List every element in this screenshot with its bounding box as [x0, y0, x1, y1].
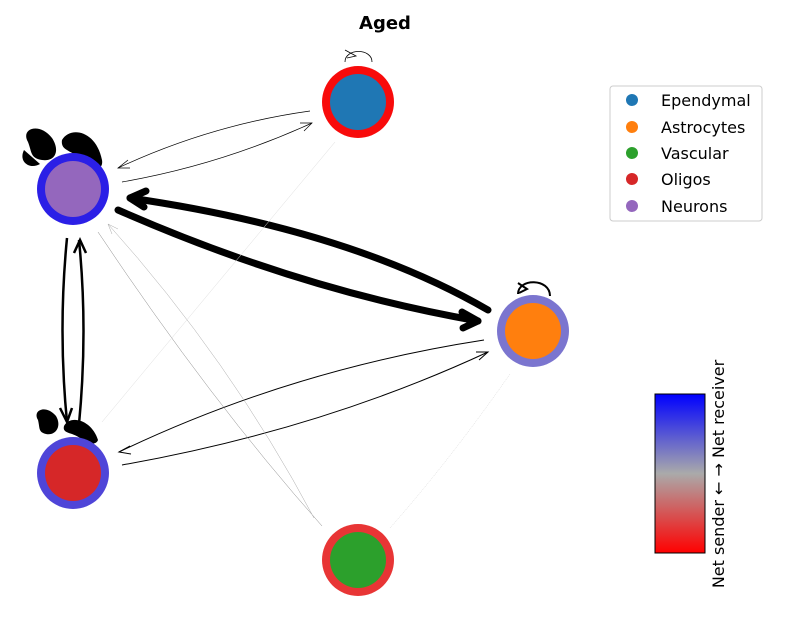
edge-oligos-neurons-arrowhead [72, 237, 88, 254]
edges [58, 49, 551, 529]
edge-vascular-astrocytes [389, 373, 511, 529]
edge-astrocytes-neurons [126, 194, 492, 314]
legend-marker [626, 200, 638, 212]
self-loop-astrocytes-arrowhead [517, 282, 529, 294]
edge-astrocytes-neurons-arrowhead [126, 187, 150, 211]
edge-ependymal-neurons-arrowhead [117, 159, 130, 169]
legend-marker [626, 173, 638, 185]
legend-label: Vascular [661, 144, 729, 163]
self-loop-oligos [36, 409, 98, 444]
colorbar: Net sender ← → Net receiver [654, 359, 728, 588]
edge-neurons-ependymal [121, 122, 313, 183]
edge-oligos-astrocytes-arrowhead [476, 351, 490, 361]
legend: Ependymal Astrocytes Vascular Oligos Neu… [609, 85, 763, 222]
edge-neurons-astrocytes [114, 206, 482, 325]
legend-marker [626, 121, 638, 133]
node-astrocytes-core [505, 303, 561, 359]
node-astrocytes [497, 295, 569, 367]
legend-item-vascular: Vascular [626, 144, 729, 163]
legend-item-astrocytes: Astrocytes [626, 118, 745, 137]
legend-label: Ependymal [661, 91, 751, 110]
edge-oligos-ependymal [101, 141, 336, 423]
edge-oligos-astrocytes [121, 351, 489, 466]
edge-vascular-neurons-arrowhead [107, 223, 119, 235]
legend-label: Oligos [661, 170, 711, 189]
edge-astrocytes-oligos [118, 339, 485, 453]
self-loop-ependymal [344, 51, 373, 63]
node-oligos-core [45, 445, 101, 501]
node-vascular [322, 524, 394, 596]
chart-title: Aged [359, 13, 411, 34]
node-ependymal [322, 66, 394, 138]
self-loop-ependymal-arrowhead [344, 49, 358, 59]
legend-box [609, 85, 763, 222]
edge-neurons-ependymal-arrowhead [300, 122, 313, 132]
self-loop-astrocytes [517, 281, 551, 297]
colorbar-label: Net sender ← → Net receiver [709, 359, 728, 588]
node-vascular-core [330, 532, 386, 588]
edge-neurons-oligos [61, 237, 69, 423]
legend-item-ependymal: Ependymal [626, 91, 751, 110]
legend-marker [626, 94, 638, 106]
node-oligos [37, 437, 109, 509]
legend-label: Neurons [661, 197, 727, 216]
legend-item-neurons: Neurons [626, 197, 727, 216]
edge-neurons-astrocytes-arrowhead [458, 308, 482, 332]
node-neurons [37, 153, 109, 225]
edge-oligos-neurons [77, 239, 85, 425]
colorbar-gradient [654, 393, 706, 554]
edge-astrocytes-oligos-arrowhead [117, 445, 132, 455]
legend-label: Astrocytes [661, 118, 745, 137]
node-neurons-core [45, 161, 101, 217]
edge-ependymal-neurons [117, 110, 311, 169]
edge-neurons-vascular [97, 231, 323, 527]
edge-neurons-oligos-arrowhead [58, 407, 74, 426]
legend-item-oligos: Oligos [626, 170, 711, 189]
node-ependymal-core [330, 74, 386, 130]
edge-vascular-neurons [107, 223, 315, 519]
legend-marker [626, 147, 638, 159]
nodes [37, 66, 569, 596]
